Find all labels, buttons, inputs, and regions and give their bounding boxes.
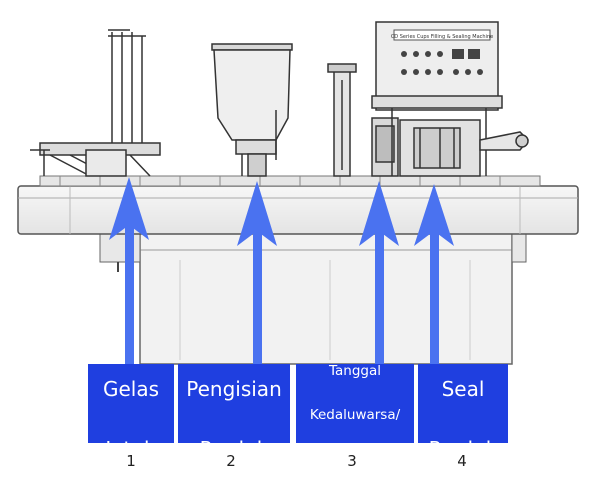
arrow-2 <box>237 181 277 365</box>
label-line: kode produksi <box>307 450 403 467</box>
label-text: Gelas Jatuh <box>103 344 159 464</box>
step-number-2: 2 <box>226 452 236 470</box>
label-line: Kedaluwarsa/ <box>309 406 401 423</box>
label-box-pengisian-produk: Pengisian Produk <box>178 364 290 461</box>
label-line: Gelas <box>102 376 160 401</box>
arrow-3 <box>359 181 399 365</box>
machine-deck <box>17 175 579 235</box>
label-box-seal-produk: Seal Produk <box>418 364 508 461</box>
label-line: Jatuh <box>105 436 157 461</box>
step-number-3: 3 <box>347 452 357 470</box>
arrow-1 <box>109 177 149 365</box>
label-line: Produk <box>199 436 269 461</box>
filling-hopper-station <box>211 43 293 177</box>
label-line: Tanggal <box>328 362 381 379</box>
cup-dropper-station <box>30 29 161 177</box>
label-box-tanggal-kedaluwarsa: Tanggal Kedaluwarsa/ kode produksi <box>296 363 414 467</box>
machine-plate-text: CD Series Cups Filling & Sealing Machine <box>391 34 493 40</box>
step-number-1: 1 <box>126 452 136 470</box>
label-text: Tanggal Kedaluwarsa/ kode produksi <box>308 338 403 470</box>
date-coder-station <box>327 63 399 177</box>
label-line: Seal <box>441 376 485 401</box>
step-number-4: 4 <box>457 452 467 470</box>
label-line: Produk <box>428 436 498 461</box>
label-text: Seal Produk <box>429 344 498 464</box>
label-text: Pengisian Produk <box>186 344 282 464</box>
sealing-station: CD Series Cups Filling & Sealing Machine <box>371 21 530 177</box>
arrow-4 <box>414 184 454 365</box>
label-line: Pengisian <box>186 376 282 401</box>
pointer-arrows <box>109 177 454 365</box>
label-box-gelas-jatuh: Gelas Jatuh <box>88 364 174 461</box>
